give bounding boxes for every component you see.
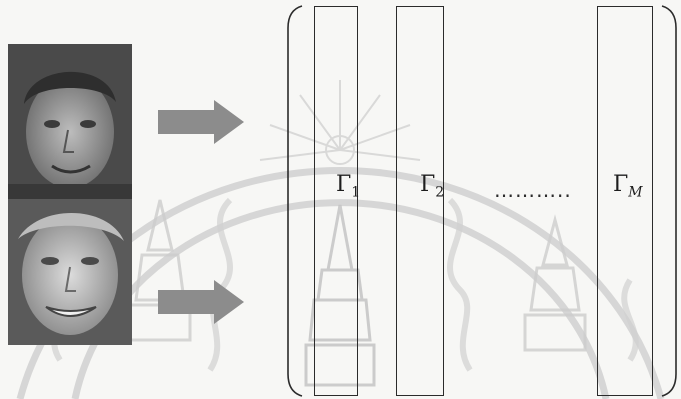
feature-column-2: [396, 6, 444, 396]
right-arrow-icon: [158, 280, 244, 324]
gamma-m-label: ΓM: [613, 172, 643, 201]
right-arrow-icon: [158, 100, 244, 144]
feature-column-m: [597, 6, 653, 396]
face-photo-woman: [8, 199, 132, 345]
left-bracket: [287, 5, 303, 397]
ellipsis-dots: ………..: [494, 178, 572, 202]
right-bracket: [661, 5, 677, 397]
feature-column-1: [314, 6, 358, 396]
face-photo-young-man: [8, 44, 132, 199]
gamma-1-label: Γ1: [336, 172, 361, 201]
gamma-2-label: Γ2: [420, 172, 445, 201]
